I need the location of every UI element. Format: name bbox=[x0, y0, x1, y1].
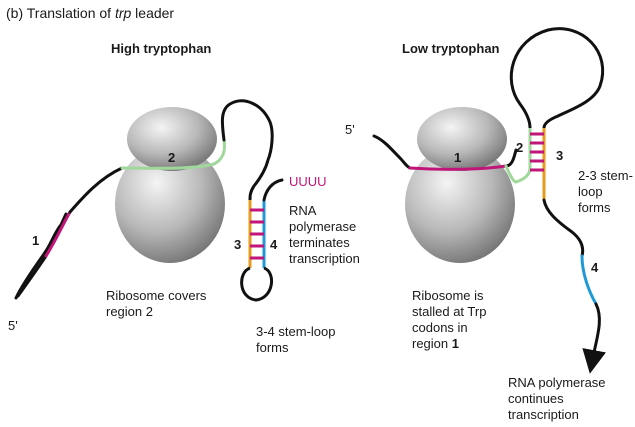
ribosome-high bbox=[115, 107, 225, 263]
high-five-prime-label: 5' bbox=[8, 318, 18, 333]
low-region1-label: 1 bbox=[454, 150, 461, 165]
mrna-low-5prime-segment bbox=[372, 134, 412, 170]
low-region2-label: 2 bbox=[516, 140, 523, 155]
high-stem-basepairs bbox=[250, 208, 264, 260]
mrna-high bbox=[14, 212, 68, 300]
high-terminator-loop bbox=[240, 266, 273, 302]
ribosome-low bbox=[405, 107, 515, 263]
high-region1-label: 1 bbox=[32, 233, 39, 248]
mrna-low-region1 bbox=[408, 164, 508, 171]
high-region4-label: 4 bbox=[270, 237, 278, 252]
low-rna-polymerase-caption: RNA polymerase continues transcription bbox=[508, 375, 609, 422]
low-stemloop-caption: 2-3 stem- loop forms bbox=[578, 168, 635, 215]
high-region2-label: 2 bbox=[168, 150, 175, 165]
mrna-high-region2 bbox=[120, 138, 226, 170]
uuuu-label: UUUU bbox=[289, 174, 327, 189]
low-region3-label: 3 bbox=[556, 148, 563, 163]
low-tryptophan-panel: Low tryptophan 1 2 3 4 5' bbox=[345, 27, 635, 422]
high-region3-label: 3 bbox=[234, 237, 241, 252]
low-antiterminator-loop bbox=[509, 27, 605, 129]
high-ribosome-caption: Ribosome covers region 2 bbox=[106, 288, 210, 319]
low-stem-basepairs bbox=[530, 132, 544, 172]
low-five-prime-label: 5' bbox=[345, 122, 355, 137]
mrna-low-region4 bbox=[580, 254, 598, 306]
high-tryptophan-panel: High tryptophan bbox=[8, 41, 360, 355]
high-stemloop-caption: 3-4 stem-loop forms bbox=[256, 324, 339, 355]
low-ribosome-caption: Ribosome is stalled at Trp codons in reg… bbox=[412, 288, 490, 351]
low-tryptophan-title: Low tryptophan bbox=[402, 41, 500, 56]
high-tryptophan-title: High tryptophan bbox=[111, 41, 211, 56]
low-region4-label: 4 bbox=[591, 260, 599, 275]
mrna-high-region1 bbox=[44, 210, 72, 258]
mrna-low-region2 bbox=[514, 126, 532, 184]
figure-heading: (b) Translation of trp leader bbox=[6, 5, 174, 21]
mrna-high-5prime-segment bbox=[16, 254, 48, 298]
low-transcription-arrow bbox=[582, 302, 606, 374]
high-rna-polymerase-caption: RNA polymerase terminates transcription bbox=[289, 203, 360, 266]
